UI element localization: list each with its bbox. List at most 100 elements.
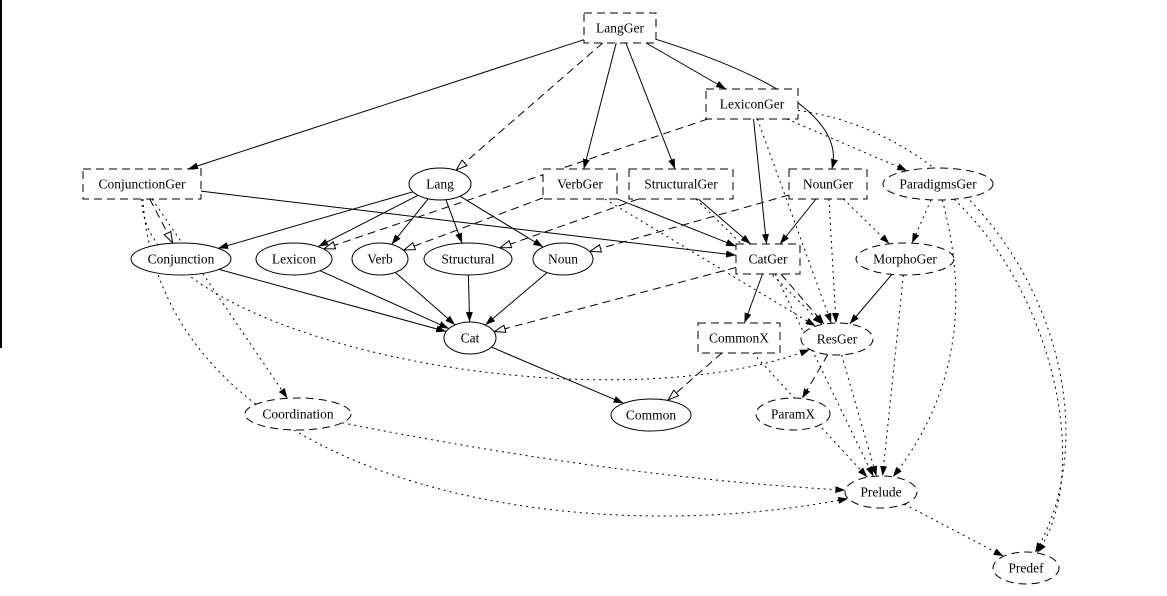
node-shape-ellipse bbox=[855, 242, 955, 276]
node-label: Noun bbox=[548, 252, 578, 267]
node-shape-box bbox=[82, 168, 202, 200]
node-label: NounGer bbox=[803, 177, 854, 192]
node-shape-box bbox=[628, 168, 734, 200]
edge-LangGer-ConjunctionGer bbox=[187, 39, 585, 170]
edge-ConjunctionGer-Coordination bbox=[151, 198, 288, 399]
node-shape-ellipse bbox=[408, 167, 472, 201]
edge-CommonX-Common bbox=[668, 352, 723, 400]
edge-ConjunctionGer-CatGer bbox=[200, 190, 737, 258]
node-label: Conjunction bbox=[148, 252, 215, 267]
node-lexicon: Lexicon bbox=[255, 242, 333, 276]
edge-Coordination-Prelude bbox=[342, 422, 846, 494]
edge-NounGer-CatGer bbox=[779, 198, 817, 245]
node-shape-ellipse bbox=[351, 242, 409, 276]
edge-LexiconGer-Predef bbox=[797, 109, 1067, 553]
edge-VerbGer-CatGer bbox=[616, 198, 737, 247]
node-label: VerbGer bbox=[557, 177, 603, 192]
node-label: CommonX bbox=[709, 331, 769, 346]
edge-Structural-Cat bbox=[465, 274, 473, 323]
node-verb: Verb bbox=[351, 242, 409, 276]
node-label: Verb bbox=[367, 252, 393, 267]
edge-Conjunction-Cat bbox=[218, 268, 447, 333]
node-label: Common bbox=[626, 408, 677, 423]
edge-StructuralGer-Structural bbox=[500, 198, 639, 249]
edge-ResGer-Prelude bbox=[841, 354, 878, 477]
node-shape-ellipse bbox=[423, 242, 513, 276]
node-noun: Noun bbox=[532, 242, 594, 276]
edge-CatGer-CommonX bbox=[744, 273, 763, 324]
node-common: Common bbox=[610, 398, 692, 432]
node-shape-ellipse bbox=[992, 551, 1060, 585]
node-label: MorphoGer bbox=[873, 252, 937, 267]
edge-ResGer-ParamX bbox=[801, 354, 829, 399]
node-coordination: Coordination bbox=[244, 397, 352, 431]
edge-MorphoGer-ResGer bbox=[849, 274, 893, 325]
edge-CatGer-Cat bbox=[494, 267, 737, 332]
edge-LangGer-Lang bbox=[456, 42, 604, 170]
node-resger: ResGer bbox=[800, 322, 874, 356]
edge-Lang-Noun bbox=[459, 195, 544, 248]
edge-LangGer-LexiconGer bbox=[645, 42, 727, 90]
edge-Lang-Lexicon bbox=[317, 194, 419, 248]
node-shape-ellipse bbox=[755, 397, 831, 431]
node-lang: Lang bbox=[408, 167, 472, 201]
node-conjunction: Conjunction bbox=[130, 242, 232, 276]
node-label: ParamX bbox=[771, 407, 815, 422]
node-lexiconger: LexiconGer bbox=[705, 88, 799, 120]
node-conjunctionger: ConjunctionGer bbox=[82, 168, 202, 200]
edge-Lexicon-Cat bbox=[319, 270, 450, 330]
node-verbger: VerbGer bbox=[542, 168, 618, 200]
node-label: StructuralGer bbox=[644, 177, 718, 192]
node-label: LexiconGer bbox=[720, 97, 785, 112]
edge-Lang-Conjunction bbox=[217, 191, 414, 249]
edge-Prelude-Predef bbox=[904, 503, 1004, 557]
node-shape-ellipse bbox=[610, 398, 692, 432]
edge-NounGer-Noun bbox=[590, 194, 790, 252]
edge-ConjunctionGer-Conjunction bbox=[149, 198, 174, 243]
node-shape-ellipse bbox=[844, 475, 918, 509]
node-shape-ellipse bbox=[443, 321, 497, 355]
node-label: ResGer bbox=[817, 332, 858, 347]
node-morphoger: MorphoGer bbox=[855, 242, 955, 276]
node-label: Predef bbox=[1008, 561, 1044, 576]
node-shape-box bbox=[697, 322, 781, 354]
edge-StructuralGer-CatGer bbox=[698, 198, 751, 245]
edge-Cat-Common bbox=[491, 346, 624, 404]
node-shape-ellipse bbox=[244, 397, 352, 431]
node-cat: Cat bbox=[443, 321, 497, 355]
edge-Lang-Verb bbox=[391, 198, 429, 245]
edge-CatGer-Prelude bbox=[774, 273, 874, 477]
edge-Noun-Cat bbox=[484, 272, 548, 326]
node-shape-box bbox=[705, 88, 799, 120]
node-shape-box bbox=[735, 243, 801, 275]
node-paradigmsger: ParadigmsGer bbox=[882, 167, 994, 201]
node-predef: Predef bbox=[992, 551, 1060, 585]
edge-MorphoGer-Prelude bbox=[880, 274, 904, 477]
node-commonx: CommonX bbox=[697, 322, 781, 354]
node-langger: LangGer bbox=[583, 12, 657, 44]
node-label: ParadigmsGer bbox=[899, 177, 977, 192]
edge-LangGer-VerbGer bbox=[582, 42, 617, 170]
node-catger: CatGer bbox=[735, 243, 801, 275]
node-structuralger: StructuralGer bbox=[628, 168, 734, 200]
edge-ParadigmsGer-Prelude bbox=[892, 199, 957, 478]
window-left-edge bbox=[0, 0, 2, 348]
node-shape-box bbox=[542, 168, 618, 200]
edge-LexiconGer-Lexicon bbox=[324, 118, 708, 250]
node-paramx: ParamX bbox=[755, 397, 831, 431]
node-structural: Structural bbox=[423, 242, 513, 276]
node-label: ConjunctionGer bbox=[99, 177, 186, 192]
edge-NounGer-ResGer bbox=[828, 198, 840, 324]
edge-layer bbox=[141, 38, 1067, 557]
node-label: Lang bbox=[426, 177, 454, 192]
node-label: Cat bbox=[461, 331, 480, 346]
edge-LexiconGer-CatGer bbox=[753, 118, 769, 245]
node-shape-ellipse bbox=[800, 322, 874, 356]
node-label: Structural bbox=[441, 252, 494, 267]
edge-VerbGer-Verb bbox=[403, 197, 544, 251]
edge-ParadigmsGer-Predef bbox=[953, 198, 1064, 554]
edge-VerbGer-ResGer bbox=[604, 198, 816, 327]
node-label: LangGer bbox=[596, 21, 644, 36]
